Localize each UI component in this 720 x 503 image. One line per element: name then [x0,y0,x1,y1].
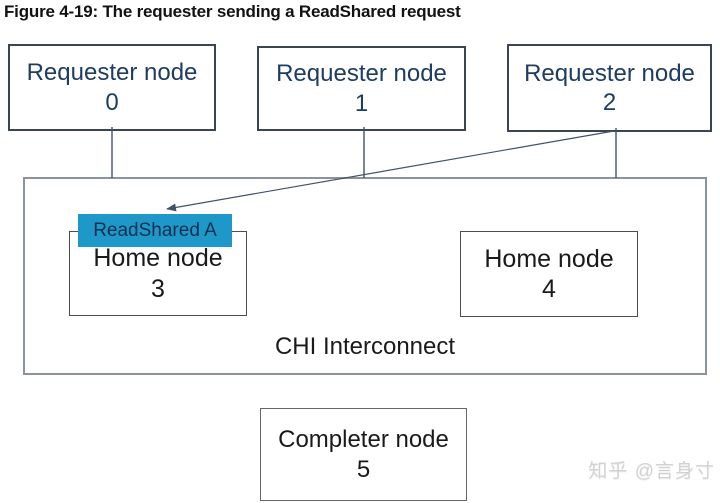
requester-node-1-box: Requester node 1 [257,46,466,131]
requester-node-2-box: Requester node 2 [507,44,712,132]
figure-caption: Figure 4-19: The requester sending a Rea… [4,2,461,21]
readshared-message-badge: ReadShared A [78,214,232,247]
requester-node-1-label: Requester node [276,60,447,88]
watermark-zhihu: 知乎 @言身寸 [588,461,715,482]
requester-node-0-label: Requester node [26,59,198,87]
requester-node-1-number: 1 [354,89,369,117]
requester-node-0-number: 0 [105,88,119,116]
home-node-4-label: Home node [484,244,614,273]
home-node-3-label: Home node [93,244,223,272]
chi-interconnect-label: CHI Interconnect [274,333,456,360]
home-node-3-number: 3 [151,274,165,303]
requester-node-0-box: Requester node 0 [8,44,216,131]
readshared-message-label: ReadShared A [93,219,217,241]
home-node-4-box: Home node 4 [460,231,638,317]
requester-node-2-label: Requester node [524,59,695,87]
completer-node-5-label: Completer node [278,426,449,454]
completer-node-5-number: 5 [356,455,371,483]
requester-node-2-number: 2 [602,89,617,116]
home-node-4-number: 4 [542,275,556,303]
completer-node-5-box: Completer node 5 [260,408,467,501]
